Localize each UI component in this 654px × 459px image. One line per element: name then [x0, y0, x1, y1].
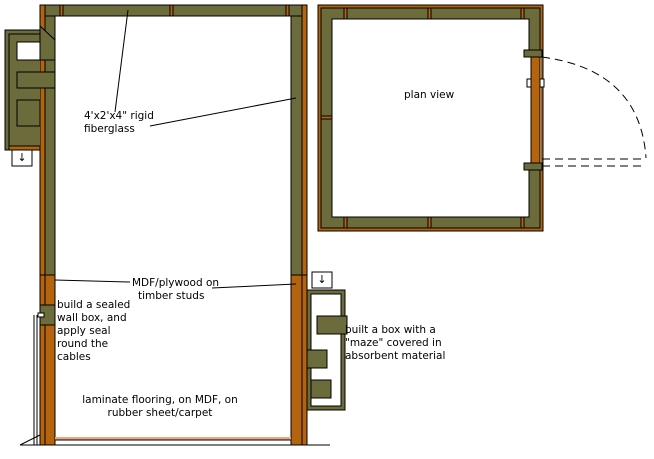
- down-arrow-icon: ↓: [317, 273, 327, 286]
- floor-label-line1: laminate flooring, on MDF, on: [82, 394, 238, 406]
- left-vent-box: [4, 24, 56, 167]
- vent-outlet-right: [311, 271, 333, 289]
- section-left-stud-wall: [39, 4, 46, 446]
- wall-box-label: build a sealed wall box, and apply seal …: [57, 299, 130, 364]
- door-swing-arc: [541, 56, 647, 159]
- plan-room-interior: [331, 18, 530, 218]
- section-left-mdf-wall: [44, 274, 56, 446]
- down-arrow-icon: ↓: [17, 151, 27, 164]
- mdf-label: MDF/plywood on timber studs: [132, 277, 219, 303]
- floor-label-line2: rubber sheet/carpet: [107, 407, 213, 419]
- wall-box-label-line4: round the: [57, 338, 109, 350]
- plan-view: [317, 4, 647, 232]
- door-leaf: [530, 56, 541, 164]
- section-right-fiberglass: [290, 15, 303, 276]
- sealed-wall-box: [33, 304, 56, 445]
- maze-box-label-line3: absorbent material: [345, 350, 446, 362]
- wall-box-label-line5: cables: [57, 351, 91, 363]
- wall-box-label-line1: build a sealed: [57, 299, 131, 311]
- door-handle-icon: [526, 78, 545, 88]
- plan-view-label: plan view: [404, 89, 455, 101]
- maze-box-label-line2: "maze" covered in: [345, 337, 442, 349]
- maze-box-label-line1: built a box with a: [345, 324, 436, 336]
- fiberglass-label-line2: fiberglass: [84, 123, 135, 135]
- wall-box-label-line2: wall box, and: [57, 312, 127, 324]
- maze-box-label: built a box with a "maze" covered in abs…: [345, 324, 445, 363]
- floor-label: laminate flooring, on MDF, on rubber she…: [82, 394, 238, 420]
- mdf-label-line1: MDF/plywood on: [132, 277, 220, 289]
- mdf-label-line2: timber studs: [138, 290, 205, 302]
- section-right-mdf-wall: [290, 274, 303, 446]
- fiberglass-label-line1: 4'x2'x4" rigid: [84, 110, 154, 122]
- vent-outlet-left: [11, 149, 33, 167]
- right-vent-box: [306, 271, 348, 411]
- wall-box-label-line3: apply seal: [57, 325, 111, 337]
- section-right-stud-wall: [301, 4, 308, 446]
- fiberglass-label: 4'x2'x4" rigid fiberglass: [84, 110, 154, 136]
- section-floor-carpet: [55, 437, 291, 440]
- section-view: [4, 4, 348, 446]
